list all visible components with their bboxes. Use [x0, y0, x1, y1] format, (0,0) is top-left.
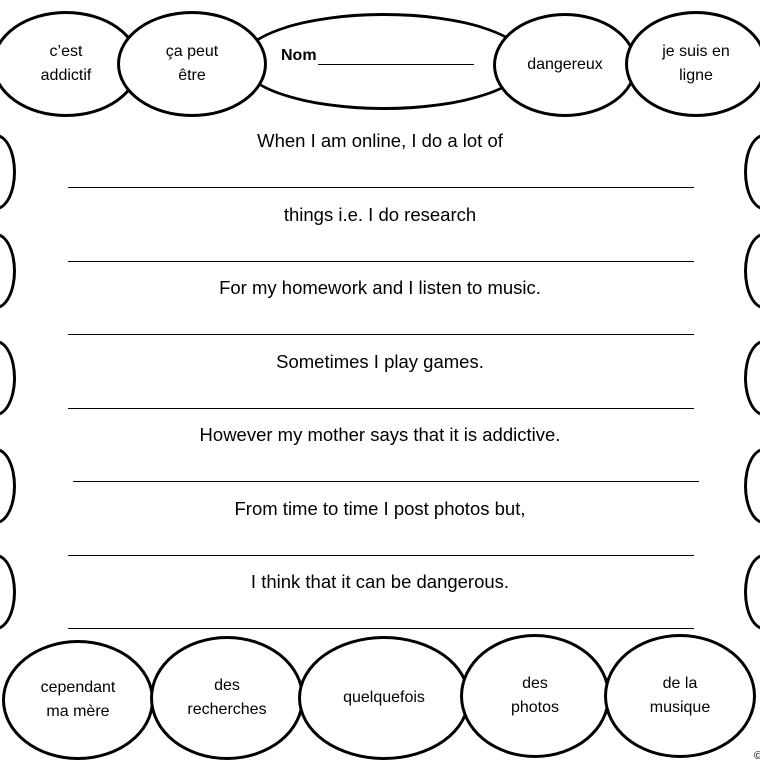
writing-line-4[interactable]: [68, 408, 694, 409]
word-bubble-de-la-musique: de la musique: [604, 634, 756, 758]
word-bubble-quelquefois: quelquefois: [298, 636, 470, 760]
word-bubble-ca-peut-etre: ça peut être: [117, 11, 267, 117]
name-label: Nom: [281, 47, 317, 64]
writing-line-6[interactable]: [68, 555, 694, 556]
sentence-2: things i.e. I do research: [283, 204, 477, 225]
writing-line-7[interactable]: [68, 628, 694, 629]
word-bubble-des-photos: des photos: [460, 634, 610, 758]
name-field[interactable]: Nom: [281, 46, 474, 65]
sentence-6: From time to time I post photos but,: [234, 498, 526, 519]
sentence-1: When I am online, I do a lot of: [257, 130, 503, 151]
copyright-mark: ©: [754, 750, 760, 762]
writing-line-5[interactable]: [73, 481, 699, 482]
word-bubble-cest-addictif: c’est addictif: [0, 11, 140, 117]
writing-line-2[interactable]: [68, 261, 694, 262]
sentence-3: For my homework and I listen to music.: [219, 277, 541, 298]
word-bubble-des-recherches: des recherches: [150, 636, 304, 760]
word-bubble-dangereux: dangereux: [493, 13, 637, 117]
word-bubble-cependant-ma-mere: cependant ma mère: [2, 640, 154, 760]
sentence-7: I think that it can be dangerous.: [250, 571, 510, 592]
sentence-4: Sometimes I play games.: [276, 351, 484, 372]
writing-line-3[interactable]: [68, 334, 694, 335]
writing-line-1[interactable]: [68, 187, 694, 188]
word-bubble-je-suis-en-ligne: je suis en ligne: [625, 11, 760, 117]
sentence-5: However my mother says that it is addict…: [199, 424, 561, 445]
name-blank-line[interactable]: [317, 46, 474, 65]
